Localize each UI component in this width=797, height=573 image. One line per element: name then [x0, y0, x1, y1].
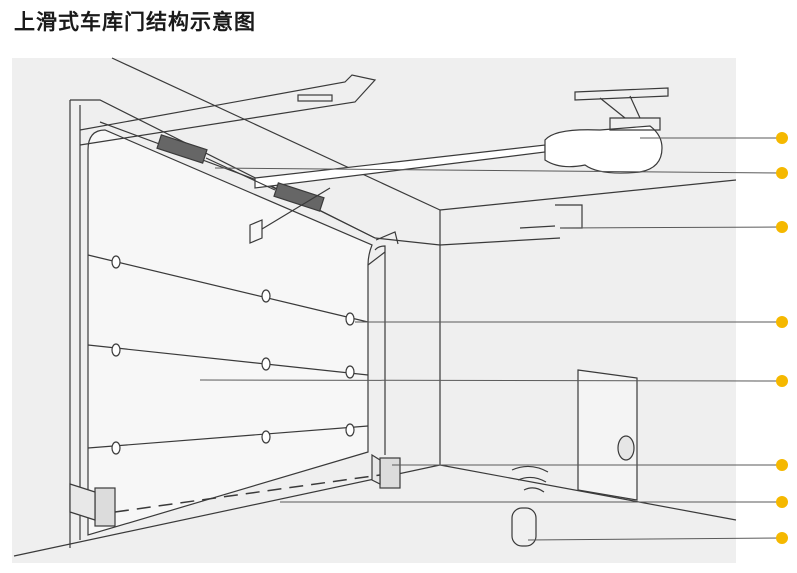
callout-line-panel — [199, 379, 783, 382]
door-arm — [261, 187, 331, 230]
vertical-track — [374, 245, 386, 455]
callout-dot-rail — [776, 167, 788, 179]
hanger-strap-1 — [599, 97, 626, 119]
roller-4 — [111, 343, 121, 357]
callout-dot-bracket — [776, 221, 788, 233]
roller-3 — [345, 312, 355, 326]
roller-9 — [345, 423, 355, 437]
track-curve — [367, 251, 386, 266]
signal-wave-3 — [523, 487, 545, 493]
signal-wave-2 — [517, 476, 547, 483]
diagram-title: 上滑式车库门结构示意图 — [14, 10, 256, 34]
callout-dot-roller — [776, 316, 788, 328]
back-ceiling-line — [439, 179, 737, 211]
panel-seam-2 — [87, 344, 369, 376]
panel-seam-3 — [87, 425, 369, 449]
safety-sensor-left — [94, 487, 116, 527]
torsion-spring-2 — [273, 182, 325, 212]
floor-front-line — [13, 464, 441, 557]
spring-shaft — [205, 157, 276, 191]
wall-button-device — [617, 435, 635, 461]
callout-line-remote — [527, 537, 783, 541]
callout-dot-remote — [776, 532, 788, 544]
roller-5 — [261, 357, 271, 371]
callout-dot-panel — [776, 375, 788, 387]
callout-line-rail — [214, 167, 783, 174]
hanger-strap-2 — [629, 95, 641, 119]
track-joint — [375, 231, 399, 245]
safety-sensor-right — [379, 457, 401, 489]
interior-door — [577, 369, 638, 501]
torsion-spring-1 — [156, 134, 208, 164]
floor-right-line — [439, 464, 737, 521]
roller-7 — [111, 441, 121, 455]
sensor-mount-right — [371, 453, 381, 485]
header-bracket — [79, 74, 377, 146]
callout-dot-opener — [776, 132, 788, 144]
shaft-bracket — [249, 219, 263, 244]
opener-motor — [544, 125, 663, 174]
roller-8 — [261, 430, 271, 444]
callout-dot-sensor — [776, 459, 788, 471]
sensor-mount-left — [69, 483, 96, 521]
rear-bracket-rod — [519, 225, 556, 229]
roller-2 — [261, 289, 271, 303]
ceiling-corner-line — [111, 57, 441, 211]
header-bolt — [297, 94, 333, 102]
signal-wave-1 — [511, 465, 549, 473]
roller-1 — [111, 255, 121, 269]
roller-6 — [345, 365, 355, 379]
safety-beam — [114, 474, 381, 513]
panel-seam-1 — [87, 254, 369, 323]
callout-line-bracket — [559, 226, 783, 229]
motor-mount — [609, 117, 661, 131]
remote-body — [511, 507, 537, 547]
callout-dot-wall-button — [776, 496, 788, 508]
ceiling-hanger — [574, 87, 669, 101]
